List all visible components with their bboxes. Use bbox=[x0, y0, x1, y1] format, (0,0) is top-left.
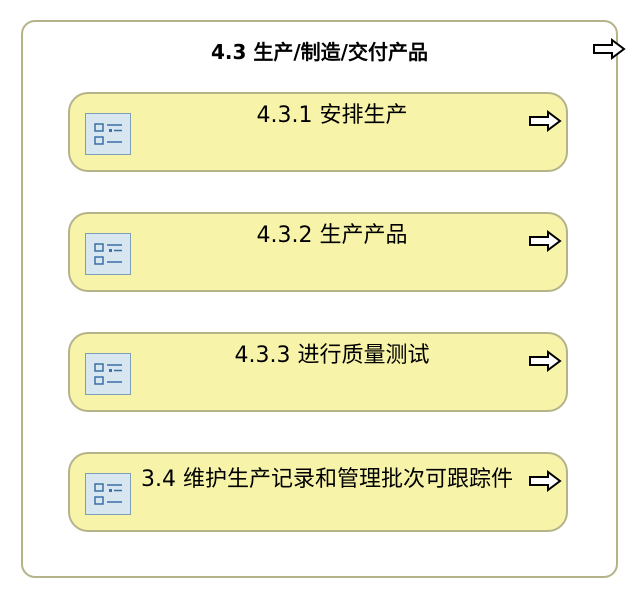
list-icon bbox=[85, 473, 131, 515]
process-card-3-4[interactable]: 3.4 维护生产记录和管理批次可跟踪件 bbox=[68, 452, 568, 532]
hollow-right-arrow-icon[interactable] bbox=[528, 230, 562, 252]
process-card-label: 4.3.2 生产产品 bbox=[256, 223, 408, 248]
process-group-title: 4.3 生产/制造/交付产品 bbox=[210, 40, 428, 64]
list-icon bbox=[85, 353, 131, 395]
process-card-4-3-1[interactable]: 4.3.1 安排生产 bbox=[68, 92, 568, 172]
hollow-right-arrow-icon[interactable] bbox=[528, 470, 562, 492]
process-card-label: 4.3.1 安排生产 bbox=[256, 103, 408, 128]
list-icon bbox=[85, 233, 131, 275]
list-icon bbox=[85, 113, 131, 155]
hollow-right-arrow-icon[interactable] bbox=[528, 110, 562, 132]
process-card-label: 3.4 维护生产记录和管理批次可跟踪件 bbox=[141, 467, 513, 492]
process-card-4-3-2[interactable]: 4.3.2 生产产品 bbox=[68, 212, 568, 292]
hollow-right-arrow-icon[interactable] bbox=[592, 38, 626, 60]
process-card-4-3-3[interactable]: 4.3.3 进行质量测试 bbox=[68, 332, 568, 412]
hollow-right-arrow-icon[interactable] bbox=[528, 350, 562, 372]
process-card-label: 4.3.3 进行质量测试 bbox=[234, 343, 430, 368]
